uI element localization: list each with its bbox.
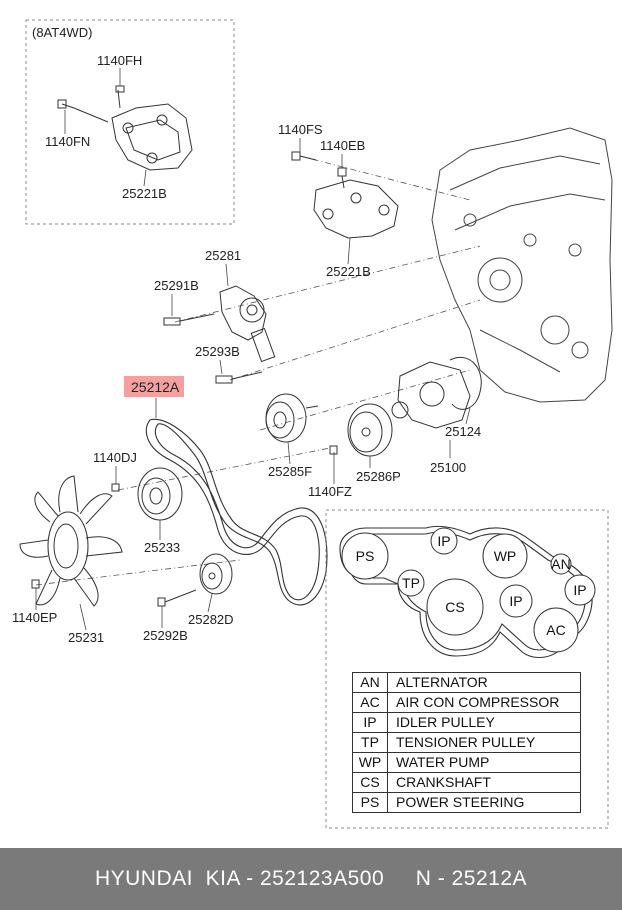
pulley-IP-top: IP bbox=[430, 527, 458, 555]
legend-name: IDLER PULLEY bbox=[387, 712, 581, 733]
idler-pulley-25282D-drawing bbox=[157, 553, 233, 607]
label-25281: 25281 bbox=[205, 248, 241, 263]
label-25291B: 25291B bbox=[154, 278, 199, 293]
inset-label: (8AT4WD) bbox=[32, 25, 92, 40]
label-1140FH: 1140FH bbox=[97, 53, 142, 68]
fan-clutch-drawing bbox=[111, 467, 183, 521]
tensioner-25281-drawing bbox=[163, 285, 276, 363]
inset-box bbox=[25, 19, 235, 225]
label-25221B-inset: 25221B bbox=[122, 186, 167, 201]
label-1140EP: 1140EP bbox=[12, 610, 57, 625]
svg-text:WP: WP bbox=[494, 548, 517, 564]
engine-block-drawing bbox=[431, 127, 613, 403]
fan-25231-drawing bbox=[19, 475, 123, 607]
label-25221B: 25221B bbox=[326, 264, 371, 279]
legend-code: WP bbox=[352, 752, 388, 773]
legend-name: CRANKSHAFT bbox=[387, 772, 581, 793]
pulley-IP-middle: IP bbox=[499, 584, 533, 618]
label-1140EB: 1140EB bbox=[320, 138, 365, 153]
label-25293B: 25293B bbox=[195, 344, 240, 359]
pulley-IP-right: IP bbox=[564, 574, 596, 606]
svg-text:IP: IP bbox=[509, 593, 522, 609]
pulley-CS: CS bbox=[426, 578, 484, 636]
pulley-WP: WP bbox=[482, 533, 528, 579]
svg-text:TP: TP bbox=[402, 575, 420, 591]
assembly-lines bbox=[35, 155, 481, 586]
label-25124: 25124 bbox=[445, 424, 481, 439]
svg-text:IP: IP bbox=[573, 582, 586, 598]
svg-text:AC: AC bbox=[546, 622, 565, 638]
label-1140FZ: 1140FZ bbox=[308, 484, 352, 499]
legend-name: WATER PUMP bbox=[387, 752, 581, 773]
footer-part-number: HYUNDAI KIA - 252123A500 N - 25212A bbox=[94, 867, 528, 890]
legend-name: TENSIONER PULLEY bbox=[387, 732, 581, 753]
footer-bar: HYUNDAI KIA - 252123A500 N - 25212A bbox=[0, 848, 622, 910]
pulley-AC: AC bbox=[533, 607, 579, 653]
legend-code: PS bbox=[352, 792, 388, 813]
legend-name: AIR CON COMPRESSOR bbox=[387, 692, 581, 713]
legend-name: POWER STEERING bbox=[387, 792, 581, 813]
pulley-AN: AN bbox=[550, 553, 572, 575]
legend-code: AC bbox=[352, 692, 388, 713]
pulley-PS: PS bbox=[341, 532, 389, 580]
label-25233: 25233 bbox=[144, 540, 180, 555]
highlight-25212A bbox=[124, 376, 184, 397]
legend-code: TP bbox=[352, 732, 388, 753]
label-1140DJ: 1140DJ bbox=[93, 450, 137, 465]
svg-text:CS: CS bbox=[445, 599, 464, 615]
label-25292B: 25292B bbox=[143, 628, 188, 643]
label-25231: 25231 bbox=[68, 630, 104, 645]
legend-code: AN bbox=[352, 672, 388, 693]
svg-text:PS: PS bbox=[356, 548, 375, 564]
pulley-TP: TP bbox=[397, 569, 425, 597]
belt-routing-box bbox=[325, 509, 609, 829]
legend-name: ALTERNATOR bbox=[387, 672, 581, 693]
label-25100: 25100 bbox=[430, 460, 466, 475]
label-25285F: 25285F bbox=[268, 464, 312, 479]
label-1140FN: 1140FN bbox=[45, 134, 90, 149]
label-25212A: 25212A bbox=[131, 379, 180, 395]
svg-text:AN: AN bbox=[551, 556, 570, 572]
inset-bracket-drawing bbox=[57, 85, 193, 171]
bracket-25221B-drawing bbox=[291, 151, 399, 239]
label-25286P: 25286P bbox=[356, 469, 401, 484]
legend-code: CS bbox=[352, 772, 388, 793]
bolt-25293B-drawing bbox=[215, 371, 263, 384]
water-pump-drawing bbox=[391, 356, 482, 429]
legend-code: IP bbox=[352, 712, 388, 733]
pulley-25286P-drawing bbox=[347, 403, 393, 457]
belt-25212A-drawing bbox=[145, 418, 328, 606]
parts-diagram: (8AT4WD) 1140FH 1140FN 25221B bbox=[12, 19, 613, 829]
pulley-25285F-drawing bbox=[265, 393, 319, 443]
svg-text:IP: IP bbox=[437, 533, 450, 549]
label-1140FS: 1140FS bbox=[278, 122, 323, 137]
label-25282D: 25282D bbox=[188, 612, 234, 627]
